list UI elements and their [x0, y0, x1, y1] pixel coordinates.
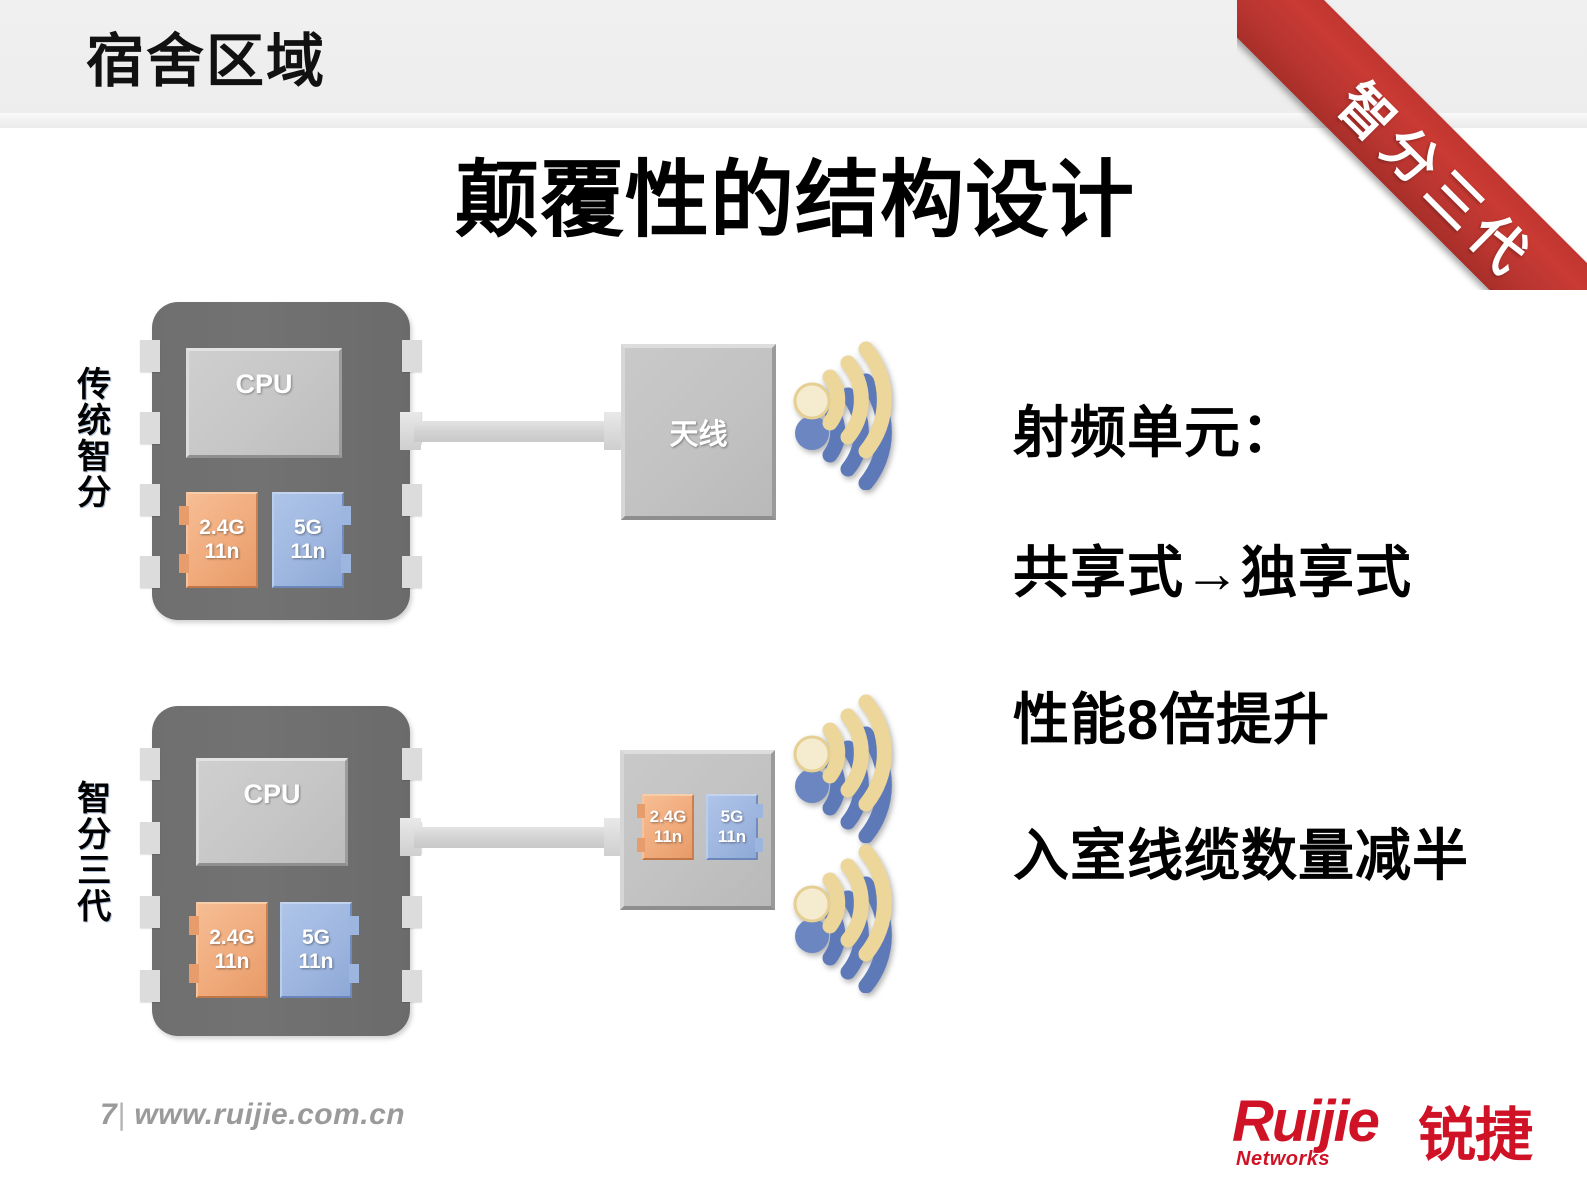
- cpu-label: CPU: [243, 779, 301, 809]
- chip-pin: [349, 916, 359, 935]
- device-tab-right-4: [402, 970, 422, 1002]
- cable-cap-right: [604, 412, 625, 450]
- radio-chip-standard: 11n: [717, 827, 747, 846]
- radio-chip-band: 5G: [301, 925, 330, 949]
- logo-brand-cn: 锐捷: [1418, 1103, 1533, 1168]
- radio-chip-band: 2.4G: [209, 925, 255, 949]
- radio-chip-24g: 2.4G 11n: [179, 492, 258, 588]
- chip-pin: [637, 804, 645, 818]
- radio-chip-standard: 11n: [214, 950, 250, 973]
- slide-title: 颠覆性的结构设计: [455, 153, 1136, 247]
- chip-pin: [189, 916, 199, 935]
- footer-url[interactable]: www.ruijie.com.cn: [134, 1098, 406, 1131]
- ap-device-gen3: CPU 2.4G 11n 5G 11n: [140, 706, 422, 1036]
- wifi-signal-icon: [790, 688, 920, 843]
- ap-device-traditional: CPU 2.4G 11n 5G 11n: [140, 302, 422, 620]
- footer-page-number: 7: [100, 1098, 118, 1131]
- remote-radio-chip-24g: 2.4G 11n: [637, 794, 694, 860]
- device-tab-left-3: [140, 484, 160, 516]
- radio-chip-band: 5G: [293, 515, 322, 539]
- remote-radio-unit: 2.4G 11n 5G 11n: [620, 750, 775, 910]
- logo-tagline: Networks: [1236, 1148, 1331, 1170]
- bullet-cable-reduction: 入室线缆数量减半: [1013, 824, 1469, 887]
- bullet-rf-unit: 射频单元：: [1013, 401, 1298, 464]
- chip-pin: [637, 838, 645, 852]
- radio-chip-standard: 11n: [653, 827, 683, 846]
- remote-radio-chip-5g: 5G 11n: [706, 794, 763, 860]
- cpu-label: CPU: [235, 369, 293, 399]
- cpu-block: CPU: [186, 348, 342, 458]
- wifi-signal-icon: [790, 335, 920, 490]
- device-tab-right-4: [402, 556, 422, 588]
- chip-pin: [179, 506, 189, 525]
- bullet-shared-to-dedicated: 共享式→独享式: [1013, 541, 1412, 604]
- chip-pin: [179, 554, 189, 573]
- chip-pin: [755, 804, 763, 818]
- ruijie-logo: Ruijie 锐捷 Networks: [1232, 1086, 1562, 1170]
- radio-chip-band: 2.4G: [649, 807, 687, 827]
- device-tab-right-3: [402, 484, 422, 516]
- footer: 7| www.ruijie.com.cn: [100, 1098, 405, 1132]
- bullet-performance: 性能8倍提升: [1013, 688, 1331, 751]
- cable-traditional: [414, 421, 616, 442]
- antenna-box: 天线: [621, 344, 776, 520]
- row-label-traditional: 传统智分: [71, 366, 110, 510]
- wifi-signal-icon: [790, 838, 920, 993]
- chip-pin: [755, 838, 763, 852]
- device-tab-left-4: [140, 970, 160, 1002]
- radio-chip-band: 5G: [720, 807, 744, 827]
- header-band-strip: [0, 113, 1587, 128]
- radio-chip-standard: 11n: [204, 540, 240, 563]
- device-tab-right-1: [402, 748, 422, 780]
- radio-chip-24g: 2.4G 11n: [189, 902, 268, 998]
- chip-pin: [341, 506, 351, 525]
- chip-pin: [189, 964, 199, 983]
- device-tab-left-1: [140, 340, 160, 372]
- device-tab-right-3: [402, 896, 422, 928]
- radio-chip-band: 2.4G: [199, 515, 245, 539]
- row-label-gen3: 智分三代: [71, 780, 110, 924]
- chip-pin: [341, 554, 351, 573]
- device-tab-right-1: [402, 340, 422, 372]
- radio-chip-standard: 11n: [290, 540, 326, 563]
- logo-brand-en: Ruijie: [1232, 1089, 1380, 1154]
- device-tab-left-3: [140, 896, 160, 928]
- device-tab-left-2: [140, 412, 160, 444]
- cable-gen3: [414, 827, 616, 848]
- cable-cap-right: [604, 818, 625, 856]
- page-title: 宿舍区域: [86, 29, 327, 94]
- device-tab-left-4: [140, 556, 160, 588]
- device-tab-left-2: [140, 822, 160, 854]
- device-tab-left-1: [140, 748, 160, 780]
- radio-chip-5g: 5G 11n: [280, 902, 359, 998]
- footer-separator: |: [117, 1098, 126, 1131]
- antenna-label: 天线: [669, 419, 728, 451]
- cpu-block: CPU: [196, 758, 348, 866]
- radio-chip-standard: 11n: [298, 950, 334, 973]
- radio-chip-5g: 5G 11n: [272, 492, 351, 588]
- chip-pin: [349, 964, 359, 983]
